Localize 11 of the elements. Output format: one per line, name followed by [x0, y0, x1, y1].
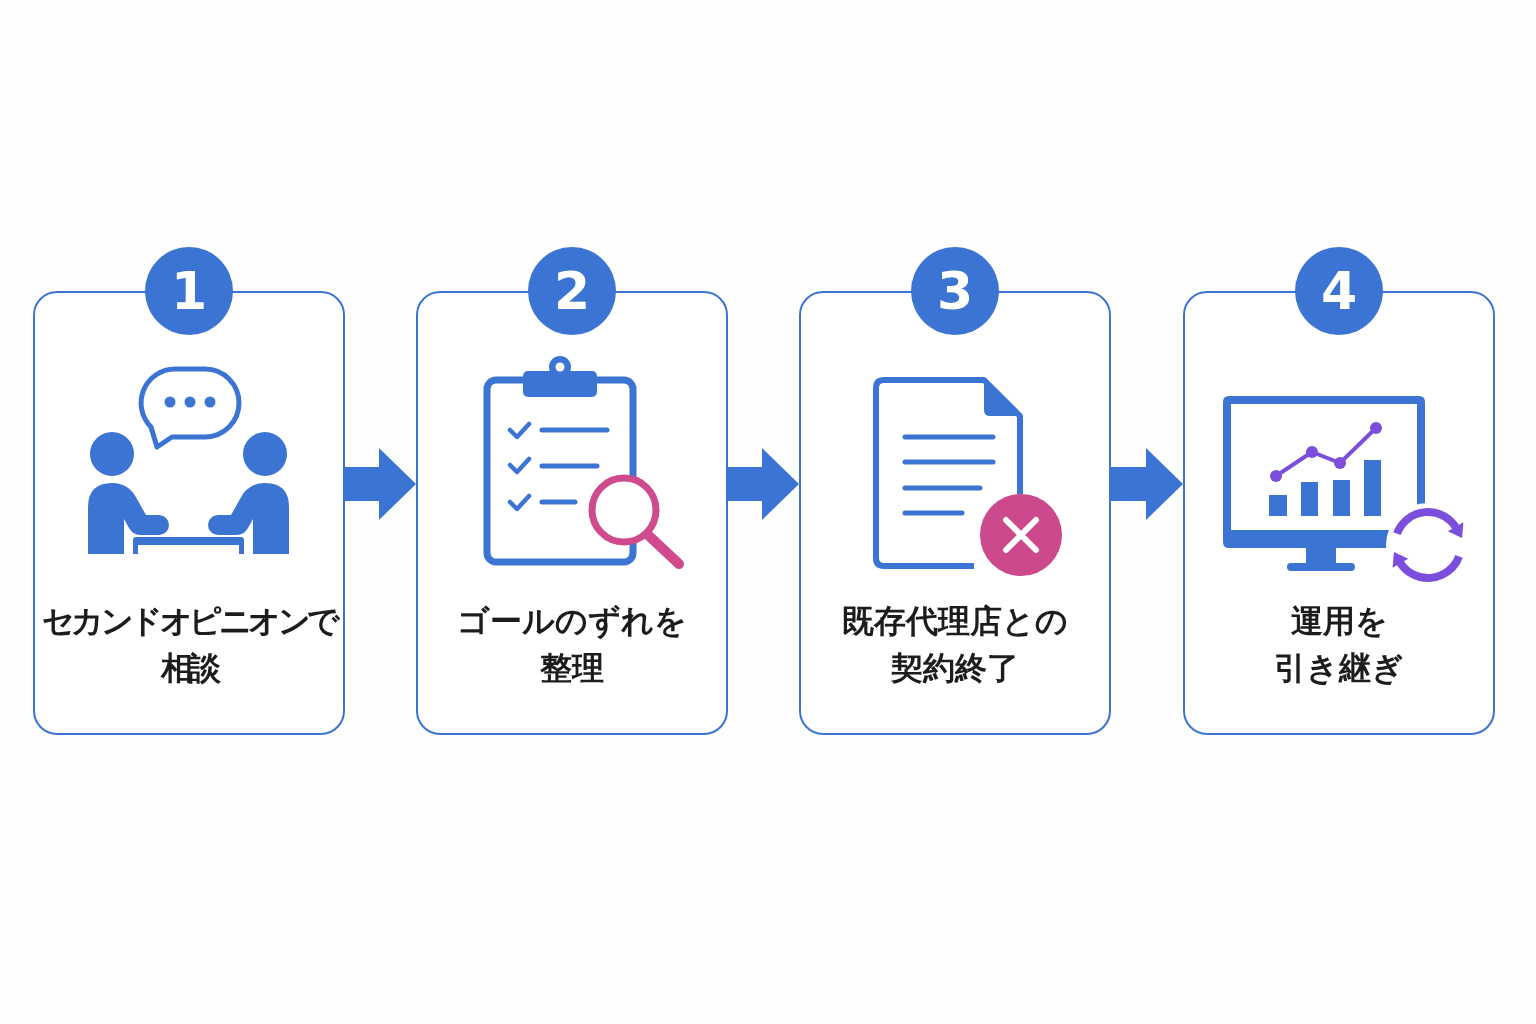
number-badge: 1: [145, 247, 233, 335]
step-label: ゴールのずれを整理: [456, 601, 688, 689]
arrow: [345, 448, 416, 520]
step-label: 運用を引き継ぎ: [1273, 601, 1405, 689]
number-badge: 2: [528, 247, 616, 335]
step-label: セカンドオピニオンで相談: [40, 601, 339, 689]
number-badge: 4: [1295, 247, 1383, 335]
step-label: 既存代理店との契約終了: [841, 601, 1069, 689]
arrow: [1111, 448, 1183, 520]
number-badge: 3: [911, 247, 999, 335]
arrow: [728, 448, 799, 520]
